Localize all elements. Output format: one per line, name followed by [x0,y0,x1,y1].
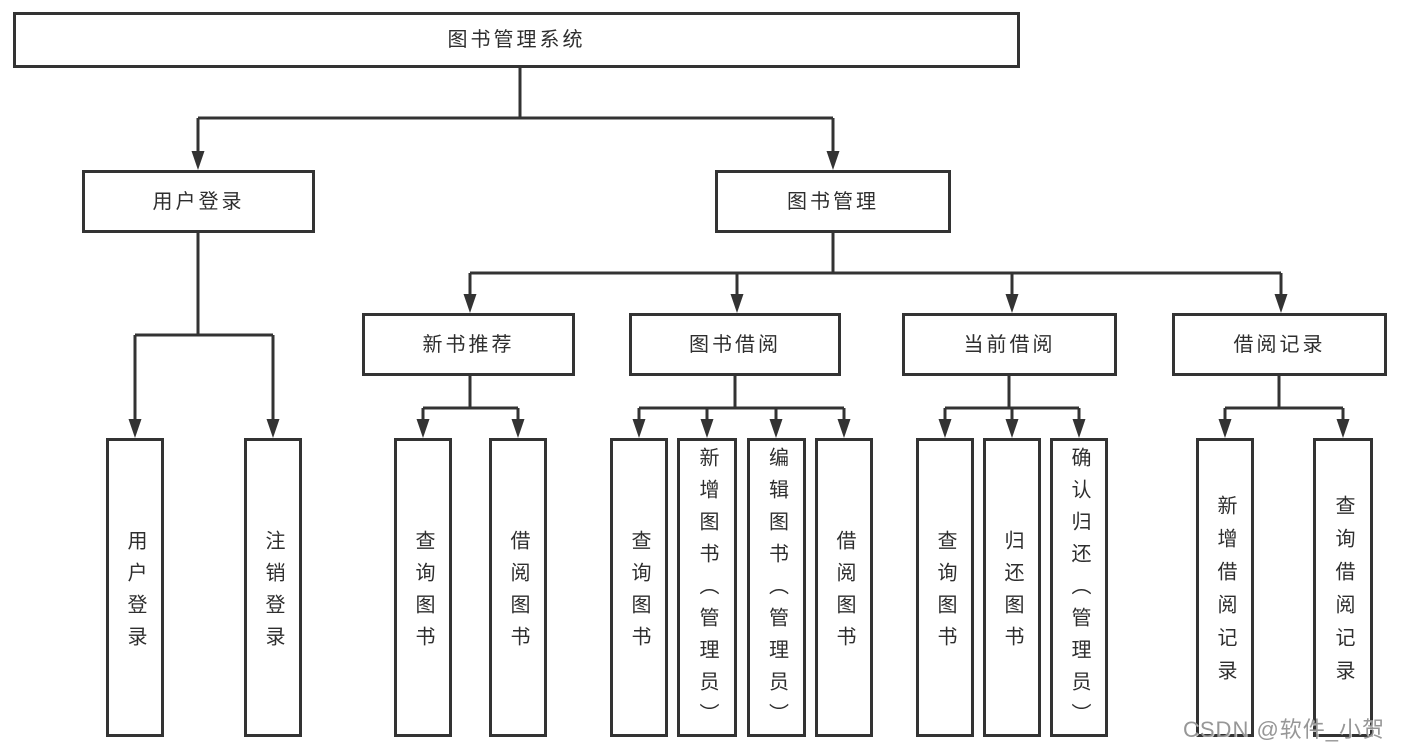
node-book-borrow: 图书借阅 [629,313,841,376]
leaf-user-login: 用户登录 [106,438,164,737]
leaf-logout: 注销登录 [244,438,302,737]
node-root: 图书管理系统 [13,12,1020,68]
watermark: CSDN @软件_小贺同学 [1183,717,1386,742]
node-book-management: 图书管理 [715,170,951,233]
node-user-login: 用户登录 [82,170,315,233]
leaf-edit-book-admin: 编辑图书（管理员） [747,438,806,737]
leaf-query-books-1: 查询图书 [394,438,452,737]
leaf-query-books-3: 查询图书 [916,438,974,737]
node-current-borrow: 当前借阅 [902,313,1117,376]
leaf-return-book: 归还图书 [983,438,1041,737]
leaf-query-borrow-record: 查询借阅记录 [1313,438,1373,737]
leaf-query-books-2: 查询图书 [610,438,668,737]
leaf-add-borrow-record: 新增借阅记录 [1196,438,1254,737]
leaf-borrow-books-2: 借阅图书 [815,438,873,737]
node-new-book-recommend: 新书推荐 [362,313,575,376]
arrowheads [128,151,1350,438]
leaf-borrow-books-1: 借阅图书 [489,438,547,737]
leaf-confirm-return-admin: 确认归还（管理员） [1050,438,1108,737]
node-borrow-records: 借阅记录 [1172,313,1387,376]
leaf-add-book-admin: 新增图书（管理员） [677,438,737,737]
